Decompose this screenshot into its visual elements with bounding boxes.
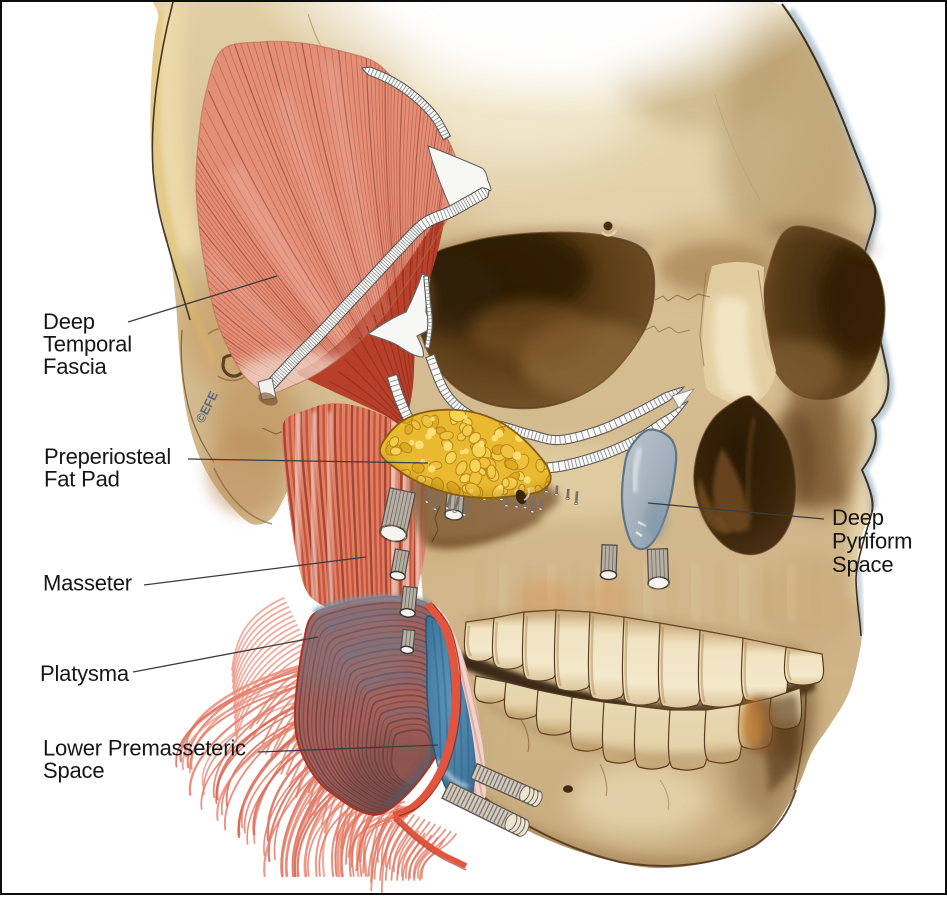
svg-text:Temporal: Temporal bbox=[43, 331, 132, 356]
svg-text:Preperiosteal: Preperiosteal bbox=[44, 444, 171, 469]
svg-text:Platysma: Platysma bbox=[40, 661, 130, 686]
svg-text:Deep: Deep bbox=[832, 505, 884, 530]
svg-text:Masseter: Masseter bbox=[43, 571, 132, 596]
svg-text:Deep: Deep bbox=[43, 309, 95, 334]
svg-text:Lower Premasseteric: Lower Premasseteric bbox=[43, 736, 246, 761]
svg-text:Fat Pad: Fat Pad bbox=[44, 466, 120, 491]
svg-text:Space: Space bbox=[832, 552, 893, 577]
svg-text:Space: Space bbox=[43, 758, 104, 783]
svg-text:Fascia: Fascia bbox=[43, 354, 108, 379]
svg-text:Pyriform: Pyriform bbox=[832, 529, 912, 554]
